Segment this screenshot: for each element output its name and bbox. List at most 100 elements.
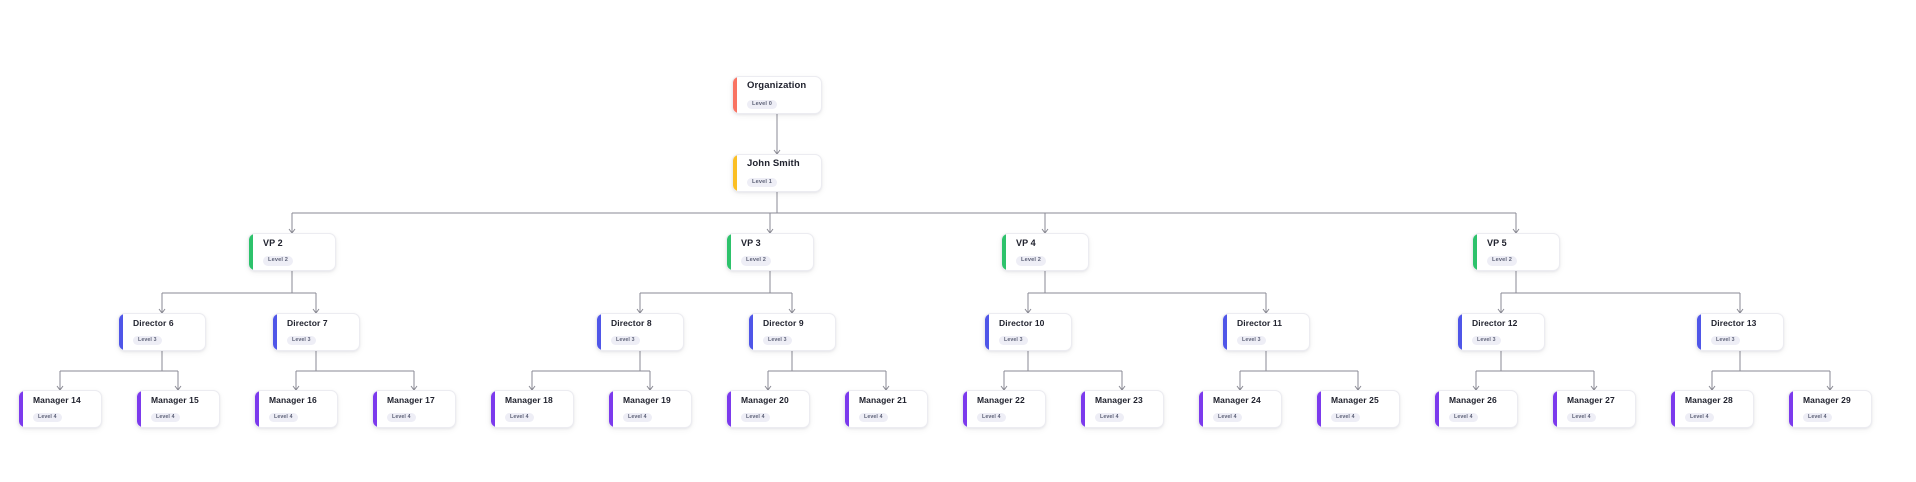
node-title: VP 5 xyxy=(1487,237,1507,248)
node-title: Organization xyxy=(747,80,807,92)
node-title: Manager 25 xyxy=(1331,394,1379,405)
node-level-badge: Level 4 xyxy=(1213,413,1242,423)
node-accent-bar xyxy=(985,314,989,350)
org-node-n5[interactable]: VP 5 Level 2 xyxy=(1472,233,1560,271)
org-node-n3[interactable]: VP 3 Level 2 xyxy=(726,233,814,271)
node-accent-bar xyxy=(1317,391,1321,427)
node-title: Manager 18 xyxy=(505,394,553,405)
node-level-badge: Level 3 xyxy=(1472,336,1501,346)
org-node-n27[interactable]: Manager 27 Level 4 xyxy=(1552,390,1636,428)
org-node-n18[interactable]: Manager 18 Level 4 xyxy=(490,390,574,428)
node-accent-bar xyxy=(491,391,495,427)
node-accent-bar xyxy=(1789,391,1793,427)
node-title: Director 8 xyxy=(611,317,652,328)
node-accent-bar xyxy=(1553,391,1557,427)
org-node-n12[interactable]: Director 12 Level 3 xyxy=(1457,313,1545,351)
node-accent-bar xyxy=(845,391,849,427)
node-body: Manager 28 Level 4 xyxy=(1671,395,1753,423)
node-title: Manager 27 xyxy=(1567,394,1615,405)
node-level-badge: Level 4 xyxy=(1567,413,1596,423)
node-body: VP 5 Level 2 xyxy=(1473,238,1559,267)
node-title: Director 12 xyxy=(1472,317,1518,328)
node-level-badge: Level 2 xyxy=(1487,256,1518,266)
node-level-badge: Level 4 xyxy=(1803,413,1832,423)
node-title: Manager 16 xyxy=(269,394,317,405)
node-title: Manager 15 xyxy=(151,394,199,405)
node-level-badge: Level 4 xyxy=(33,413,62,423)
node-title: Manager 17 xyxy=(387,394,435,405)
node-level-badge: Level 4 xyxy=(387,413,416,423)
node-title: VP 3 xyxy=(741,237,761,248)
node-title: Director 10 xyxy=(999,317,1045,328)
node-accent-bar xyxy=(963,391,967,427)
node-level-badge: Level 4 xyxy=(1685,413,1714,423)
node-title: Manager 28 xyxy=(1685,394,1733,405)
node-accent-bar xyxy=(1458,314,1462,350)
node-body: Manager 25 Level 4 xyxy=(1317,395,1399,423)
node-body: Director 8 Level 3 xyxy=(597,318,683,346)
node-accent-bar xyxy=(19,391,23,427)
node-accent-bar xyxy=(1671,391,1675,427)
node-title: Director 13 xyxy=(1711,317,1757,328)
org-node-n8[interactable]: Director 8 Level 3 xyxy=(596,313,684,351)
node-level-badge: Level 4 xyxy=(1331,413,1360,423)
node-level-badge: Level 4 xyxy=(1095,413,1124,423)
node-accent-bar xyxy=(597,314,601,350)
node-accent-bar xyxy=(1199,391,1203,427)
org-node-n25[interactable]: Manager 25 Level 4 xyxy=(1316,390,1400,428)
node-level-badge: Level 3 xyxy=(611,336,640,346)
org-node-n28[interactable]: Manager 28 Level 4 xyxy=(1670,390,1754,428)
node-accent-bar xyxy=(373,391,377,427)
node-accent-bar xyxy=(733,155,737,191)
node-title: VP 2 xyxy=(263,237,283,248)
node-accent-bar xyxy=(609,391,613,427)
node-title: Director 7 xyxy=(287,317,328,328)
node-title: Manager 26 xyxy=(1449,394,1497,405)
node-title: Director 9 xyxy=(763,317,804,328)
node-level-badge: Level 3 xyxy=(133,336,162,346)
node-level-badge: Level 2 xyxy=(741,256,772,266)
node-body: Manager 27 Level 4 xyxy=(1553,395,1635,423)
node-accent-bar xyxy=(137,391,141,427)
node-level-badge: Level 3 xyxy=(1237,336,1266,346)
node-level-badge: Level 4 xyxy=(623,413,652,423)
node-level-badge: Level 4 xyxy=(505,413,534,423)
node-level-badge: Level 4 xyxy=(977,413,1006,423)
org-node-n17[interactable]: Manager 17 Level 4 xyxy=(372,390,456,428)
node-body: VP 3 Level 2 xyxy=(727,238,813,267)
